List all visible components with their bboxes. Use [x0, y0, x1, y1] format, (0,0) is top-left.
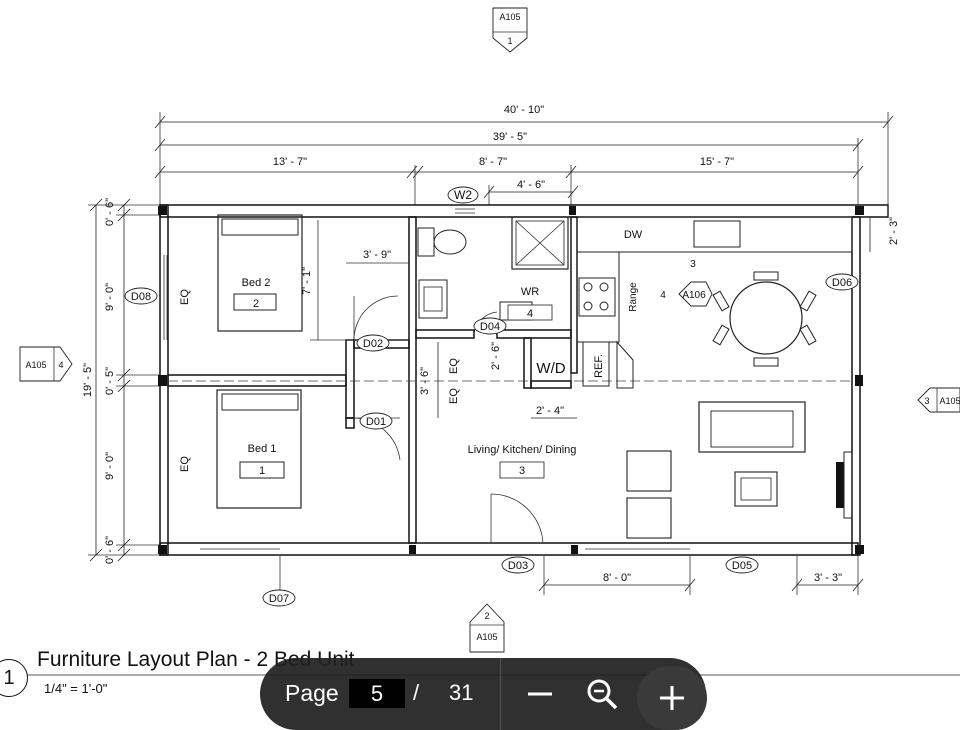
dim-opening: 8' - 0" — [603, 572, 631, 584]
room-name-bed2: Bed 2 — [242, 277, 271, 289]
door-tag-ovals — [124, 273, 859, 607]
dim-closet: 3' - 9" — [363, 249, 391, 261]
door-tag-d01: D01 — [366, 416, 386, 428]
section-bottom-num: 2 — [484, 611, 489, 621]
dim-wd-depth: 2' - 6" — [490, 342, 502, 370]
dim-seg2: 8' - 7" — [479, 156, 507, 168]
section-right-sheet: A105 — [939, 396, 960, 406]
page-separator: / — [413, 680, 420, 705]
dim-hall: 3' - 6" — [419, 367, 431, 395]
room-tag-bed2: 2 — [253, 298, 259, 310]
door-tag-d07: D07 — [269, 593, 289, 605]
section-marks — [19, 7, 960, 653]
room-tag-living: 3 — [519, 465, 525, 477]
dim-left-bot: 0' - 6" — [104, 536, 116, 564]
toolbar-divider — [500, 658, 501, 730]
dim-seg3: 15' - 7" — [700, 156, 734, 168]
section-top-sheet: A105 — [499, 12, 520, 22]
eq-bed2: EQ — [179, 289, 191, 305]
section-left-sheet: A105 — [25, 360, 46, 370]
room-name-bed1: Bed 1 — [248, 443, 277, 455]
label-washer-dryer: W/D — [536, 360, 565, 377]
dim-seg1: 13' - 7" — [273, 156, 307, 168]
page-label: Page — [285, 680, 339, 706]
bed-2-furniture — [217, 214, 410, 341]
dim-left-bed1: 9' - 0" — [104, 452, 116, 480]
dim-wd-width: 2' - 4" — [536, 405, 564, 417]
dim-counter: 2' - 3" — [888, 217, 900, 245]
door-tag-d02: D02 — [363, 338, 383, 350]
plus-icon — [660, 686, 684, 710]
bottom-dimension-strings — [279, 556, 864, 595]
dim-left-top: 0' - 6" — [104, 198, 116, 226]
exterior-walls — [158, 204, 889, 556]
bed-1-furniture — [216, 295, 401, 509]
eq-bed1: EQ — [179, 456, 191, 472]
section-tag-kitchen — [678, 281, 713, 307]
door-tag-d06: D06 — [832, 277, 852, 289]
current-page-input[interactable]: 5 — [349, 679, 405, 708]
windows — [163, 208, 690, 550]
dim-left-mid: 0' - 5" — [104, 367, 116, 395]
kitchen-fixtures — [576, 216, 853, 389]
eq-hall-2: EQ — [448, 388, 460, 404]
dim-left-total: 19' - 5" — [82, 363, 94, 397]
section-top-num: 1 — [507, 36, 512, 46]
dim-wr-width: 4' - 6" — [517, 179, 545, 191]
room-name-wr: WR — [521, 286, 539, 298]
section-kitchen-sheet: A106 — [682, 290, 706, 301]
label-range: Range — [628, 282, 639, 312]
total-pages: 31 — [449, 680, 474, 705]
eq-hall-1: EQ — [448, 358, 460, 374]
section-right-num: 3 — [924, 396, 929, 406]
window-tag: W2 — [454, 188, 472, 202]
door-tag-d05: D05 — [732, 560, 752, 572]
room-tag-wr: 4 — [527, 308, 533, 320]
interior-walls — [167, 216, 578, 544]
magnifier-minus-icon — [587, 679, 618, 710]
door-tag-d08: D08 — [131, 291, 151, 303]
room-name-living: Living/ Kitchen/ Dining — [468, 444, 577, 456]
dim-left-bed2: 9' - 0" — [104, 283, 116, 311]
zoom-fit-button[interactable] — [580, 672, 624, 716]
section-kitchen-num-top: 3 — [690, 259, 696, 270]
section-left-num: 4 — [58, 360, 63, 370]
top-dimension-strings — [154, 112, 894, 205]
dim-overall: 40' - 10" — [504, 104, 544, 116]
zoom-out-button[interactable] — [518, 672, 562, 716]
left-dimension-strings — [88, 198, 165, 562]
room-tag-bed1: 1 — [259, 465, 265, 477]
door-tag-d03: D03 — [508, 560, 528, 572]
label-refrigerator: REF. — [593, 354, 605, 378]
dim-closet-depth: 7' - 1" — [301, 267, 313, 295]
dim-end: 3' - 3" — [814, 572, 842, 584]
label-dishwasher: DW — [624, 229, 643, 241]
drawing-scale: 1/4" = 1'-0" — [44, 681, 108, 696]
minus-icon — [528, 692, 552, 696]
zoom-in-button[interactable] — [637, 666, 707, 730]
door-tag-d04: D04 — [480, 321, 500, 333]
dim-inner: 39' - 5" — [493, 131, 527, 143]
section-bottom-sheet: A105 — [476, 632, 497, 642]
page-navigation-toolbar: Page 5 / 31 — [260, 658, 707, 730]
living-furniture — [490, 401, 853, 544]
section-kitchen-num-left: 4 — [660, 290, 666, 301]
